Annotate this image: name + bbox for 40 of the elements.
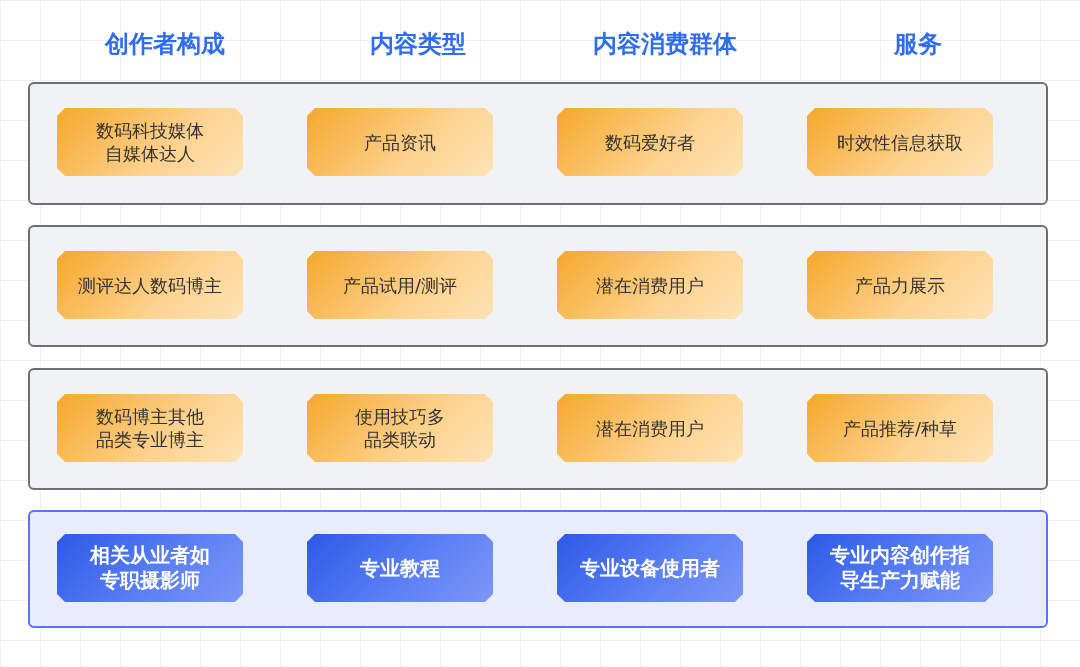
category-card <box>557 251 743 319</box>
row-band <box>28 510 1048 628</box>
category-card <box>57 251 243 319</box>
card-text: 潜在消费用户 <box>596 416 704 440</box>
category-card <box>807 394 993 462</box>
category-card <box>57 534 243 602</box>
column-heading: 内容类型 <box>369 29 467 60</box>
category-card <box>307 251 493 319</box>
card-text: 相关从业者如专职摄影师 <box>88 543 211 593</box>
column-heading: 内容消费群体 <box>592 29 738 60</box>
card-text: 测评达人数码博主 <box>78 273 222 297</box>
row-band <box>28 225 1048 347</box>
category-card <box>807 108 993 176</box>
category-card <box>557 108 743 176</box>
card-text: 数码爱好者 <box>605 130 695 154</box>
card-text: 产品试用/测评 <box>342 273 458 297</box>
column-heading: 服务 <box>892 29 943 60</box>
card-text: 专业内容创作指导生产力赋能 <box>829 543 971 593</box>
category-card <box>57 108 243 176</box>
card-text: 产品力展示 <box>855 273 945 297</box>
row-band <box>28 82 1048 205</box>
category-card <box>307 534 493 602</box>
card-text: 时效性信息获取 <box>837 130 963 154</box>
category-card <box>557 394 743 462</box>
column-heading: 创作者构成 <box>103 29 226 60</box>
card-text: 专业教程 <box>360 555 440 581</box>
category-card <box>307 394 493 462</box>
card-text: 产品推荐/种草 <box>842 416 958 440</box>
card-text: 使用技巧多品类联动 <box>354 405 446 451</box>
category-card <box>307 108 493 176</box>
card-text: 数码科技媒体自媒体达人 <box>95 119 205 165</box>
category-card <box>807 534 993 602</box>
row-band <box>28 368 1048 490</box>
card-text: 潜在消费用户 <box>596 273 704 297</box>
card-text: 产品资讯 <box>364 130 436 154</box>
category-card <box>557 534 743 602</box>
category-card <box>57 394 243 462</box>
card-text: 专业设备使用者 <box>580 555 720 581</box>
category-card <box>807 251 993 319</box>
card-text: 数码博主其他品类专业博主 <box>95 405 205 451</box>
